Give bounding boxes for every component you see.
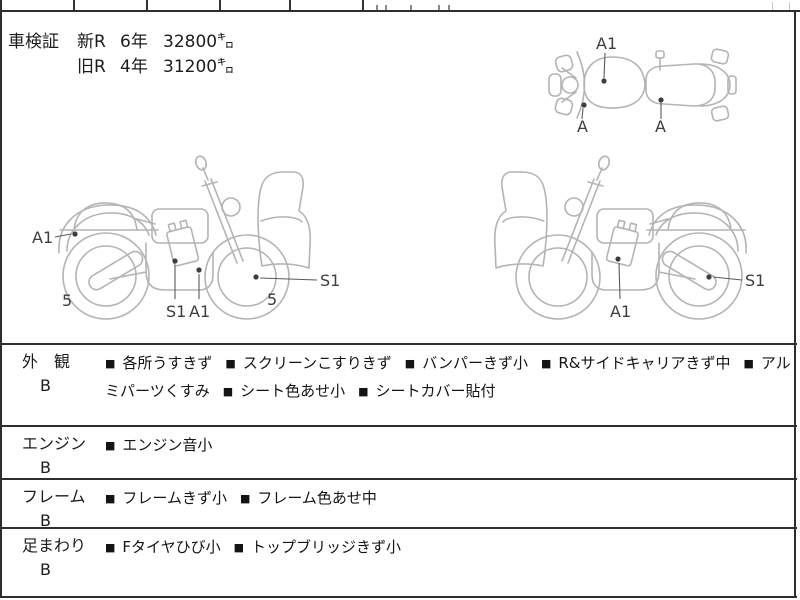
notes-cell: ■フレームきず小 ■フレーム色あせ中	[105, 480, 396, 525]
category-cell: フレーム B	[0, 480, 105, 530]
category-cell: 足まわり B	[0, 529, 105, 595]
grade-label: B	[40, 560, 51, 579]
damage-label-5: 5	[62, 291, 72, 310]
inspection-lines: 新R 6年 32800㌔ 旧R 4年 31200㌔	[77, 30, 234, 80]
damage-point	[615, 256, 621, 262]
condition-row-frame: フレーム B ■フレームきず小 ■フレーム色あせ中	[0, 480, 396, 530]
bike-top-view: A1 A A	[548, 34, 737, 136]
row-border	[0, 527, 797, 529]
bullet-icon: ■	[404, 357, 416, 370]
row-border	[0, 343, 797, 345]
mileage-value: 31200㌔	[163, 57, 235, 77]
damage-point	[172, 258, 178, 264]
inspection-line-old: 旧R 4年 31200㌔	[77, 55, 234, 80]
damage-label-a1: A1	[610, 302, 631, 321]
damage-point	[72, 231, 78, 237]
cropped-text-fragment	[376, 5, 378, 10]
sheet-border-left	[0, 0, 2, 598]
cropped-text-fragment	[448, 5, 450, 10]
table-divider	[362, 0, 364, 10]
table-divider	[289, 0, 291, 10]
damage-label-a1: A1	[32, 228, 53, 247]
grade-label: B	[40, 511, 51, 530]
table-border-top	[0, 10, 800, 12]
condition-row-undercarriage: 足まわり B ■Fタイヤひび小 ■トップブリッジきず小	[0, 529, 420, 595]
cropped-text-fragment	[789, 2, 790, 10]
condition-row-exterior: 外 観 B ■各所うすきず ■スクリーンこすりきず ■バンパーきず小 ■R&サイドキャ…	[0, 345, 800, 423]
registration-year: 4年	[120, 57, 148, 77]
category-label: 外 観	[22, 352, 71, 371]
damage-label-a: A	[655, 117, 666, 136]
row-border	[0, 425, 797, 427]
note-item: ■Fタイヤひび小	[105, 538, 221, 556]
bullet-icon: ■	[233, 541, 244, 554]
damage-label-s1: S1	[320, 271, 340, 290]
cropped-text-fragment	[772, 2, 773, 10]
grade-label: B	[40, 458, 51, 477]
cropped-text-fragment	[385, 5, 387, 10]
damage-label-a1: A1	[189, 302, 210, 321]
note-item: ■トップブリッジきず小	[233, 538, 402, 556]
notes-cell: ■Fタイヤひび小 ■トップブリッジきず小	[105, 529, 420, 595]
notes-cell: ■各所うすきず■スクリーンこすりきず■バンパーきず小■R&サイドキャリアきず中■…	[105, 345, 800, 423]
registration-era: 旧R	[77, 57, 106, 77]
condition-row-engine: エンジン B ■エンジン音小	[0, 427, 231, 477]
damage-point	[196, 267, 202, 273]
damage-point	[706, 274, 712, 280]
bullet-icon: ■	[105, 439, 116, 452]
damage-label-a: A	[577, 117, 588, 136]
category-label: エンジン	[22, 434, 87, 453]
damage-label-s1: S1	[166, 302, 186, 321]
registration-year: 6年	[120, 32, 148, 52]
bullet-icon: ■	[105, 541, 116, 554]
note-item: ■エンジン音小	[105, 436, 213, 454]
bullet-icon: ■	[222, 385, 234, 398]
damage-label-5: 5	[267, 290, 277, 309]
table-divider	[73, 0, 75, 10]
note-item: ■各所うすきず	[105, 354, 213, 372]
table-divider	[146, 0, 148, 10]
inspection-section: 車検証 新R 6年 32800㌔ 旧R 4年 31200㌔	[8, 30, 234, 80]
damage-label-s1: S1	[745, 271, 765, 290]
bike-side-view-right: A1 S1	[493, 153, 765, 321]
bullet-icon: ■	[239, 492, 251, 505]
note-item: ■フレーム色あせ中	[239, 489, 377, 507]
damage-point	[601, 78, 607, 84]
damage-point	[658, 97, 664, 103]
mileage-value: 32800㌔	[163, 32, 235, 52]
cropped-text-fragment	[410, 5, 412, 10]
damage-label-a1: A1	[596, 34, 617, 53]
category-cell: エンジン B	[0, 427, 105, 477]
inspection-title: 車検証	[8, 32, 59, 52]
bike-side-view-left: A1 5 S1 A1 5 S1	[32, 153, 340, 321]
damage-point	[581, 102, 587, 108]
note-item: ■R&サイドキャリアきず中	[540, 354, 731, 372]
bullet-icon: ■	[105, 492, 116, 505]
note-item: ■シートカバー貼付	[358, 382, 496, 400]
note-item: ■アルミパーツくすみ	[105, 354, 791, 400]
table-divider	[219, 0, 221, 10]
grade-label: B	[40, 376, 51, 395]
damage-diagram: A1 A A A1 5 S1 A1 5 S1 A1 S1	[32, 34, 765, 321]
category-cell: 外 観 B	[0, 345, 105, 423]
bullet-icon: ■	[225, 357, 236, 370]
cropped-text-fragment	[438, 5, 440, 10]
bullet-icon: ■	[358, 385, 369, 398]
registration-era: 新R	[77, 32, 106, 52]
note-item: ■フレームきず小	[105, 489, 227, 507]
note-item: ■シート色あせ小	[222, 382, 346, 400]
notes-cell: ■エンジン音小	[105, 427, 231, 476]
bullet-icon: ■	[105, 357, 116, 370]
bullet-icon: ■	[743, 357, 754, 370]
note-item: ■スクリーンこすりきず	[225, 354, 392, 372]
sheet-border-bottom	[0, 596, 797, 598]
row-border	[0, 478, 797, 480]
sheet-border-right	[794, 10, 796, 598]
note-item: ■バンパーきず小	[404, 354, 528, 372]
bullet-icon: ■	[540, 357, 552, 370]
category-label: フレーム	[22, 487, 86, 506]
damage-point	[253, 274, 259, 280]
inspection-line-new: 新R 6年 32800㌔	[77, 30, 234, 55]
category-label: 足まわり	[22, 536, 87, 555]
